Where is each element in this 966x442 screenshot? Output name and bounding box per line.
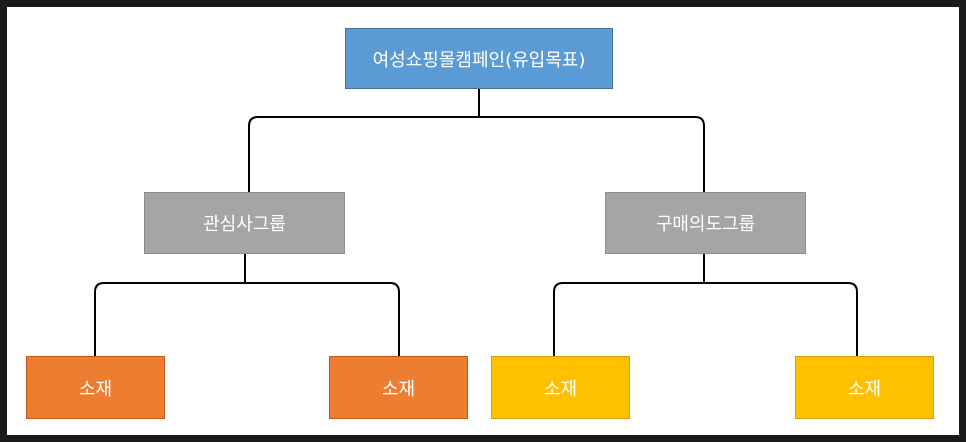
leaf-node-label: 소재 — [847, 378, 882, 400]
group-node-purchase-intent: 구매의도그룹 — [605, 192, 806, 254]
leaf-node-label: 소재 — [381, 378, 416, 400]
group-node-label: 구매의도그룹 — [655, 214, 756, 235]
leaf-node-creative: 소재 — [26, 356, 165, 419]
connector-root-to-group-2 — [478, 116, 705, 193]
leaf-node-label: 소재 — [543, 378, 578, 400]
root-node-label: 여성쇼핑몰캠페인(유입목표) — [372, 49, 586, 71]
leaf-node-creative: 소재 — [795, 356, 934, 419]
connector-group-2-to-leaf-3 — [553, 282, 705, 357]
connector-group-1-to-leaf-1 — [94, 282, 246, 357]
connector-group-2-to-leaf-4 — [703, 282, 858, 357]
group-node-label: 관심사그룹 — [203, 214, 286, 235]
root-node-campaign: 여성쇼핑몰캠페인(유입목표) — [345, 28, 613, 89]
connector-root-to-group-1 — [248, 116, 480, 193]
group-node-interest: 관심사그룹 — [144, 192, 345, 254]
leaf-node-creative: 소재 — [491, 356, 630, 419]
connector-group-1-to-leaf-2 — [244, 282, 400, 357]
leaf-node-label: 소재 — [78, 378, 113, 400]
leaf-node-creative: 소재 — [329, 356, 468, 419]
